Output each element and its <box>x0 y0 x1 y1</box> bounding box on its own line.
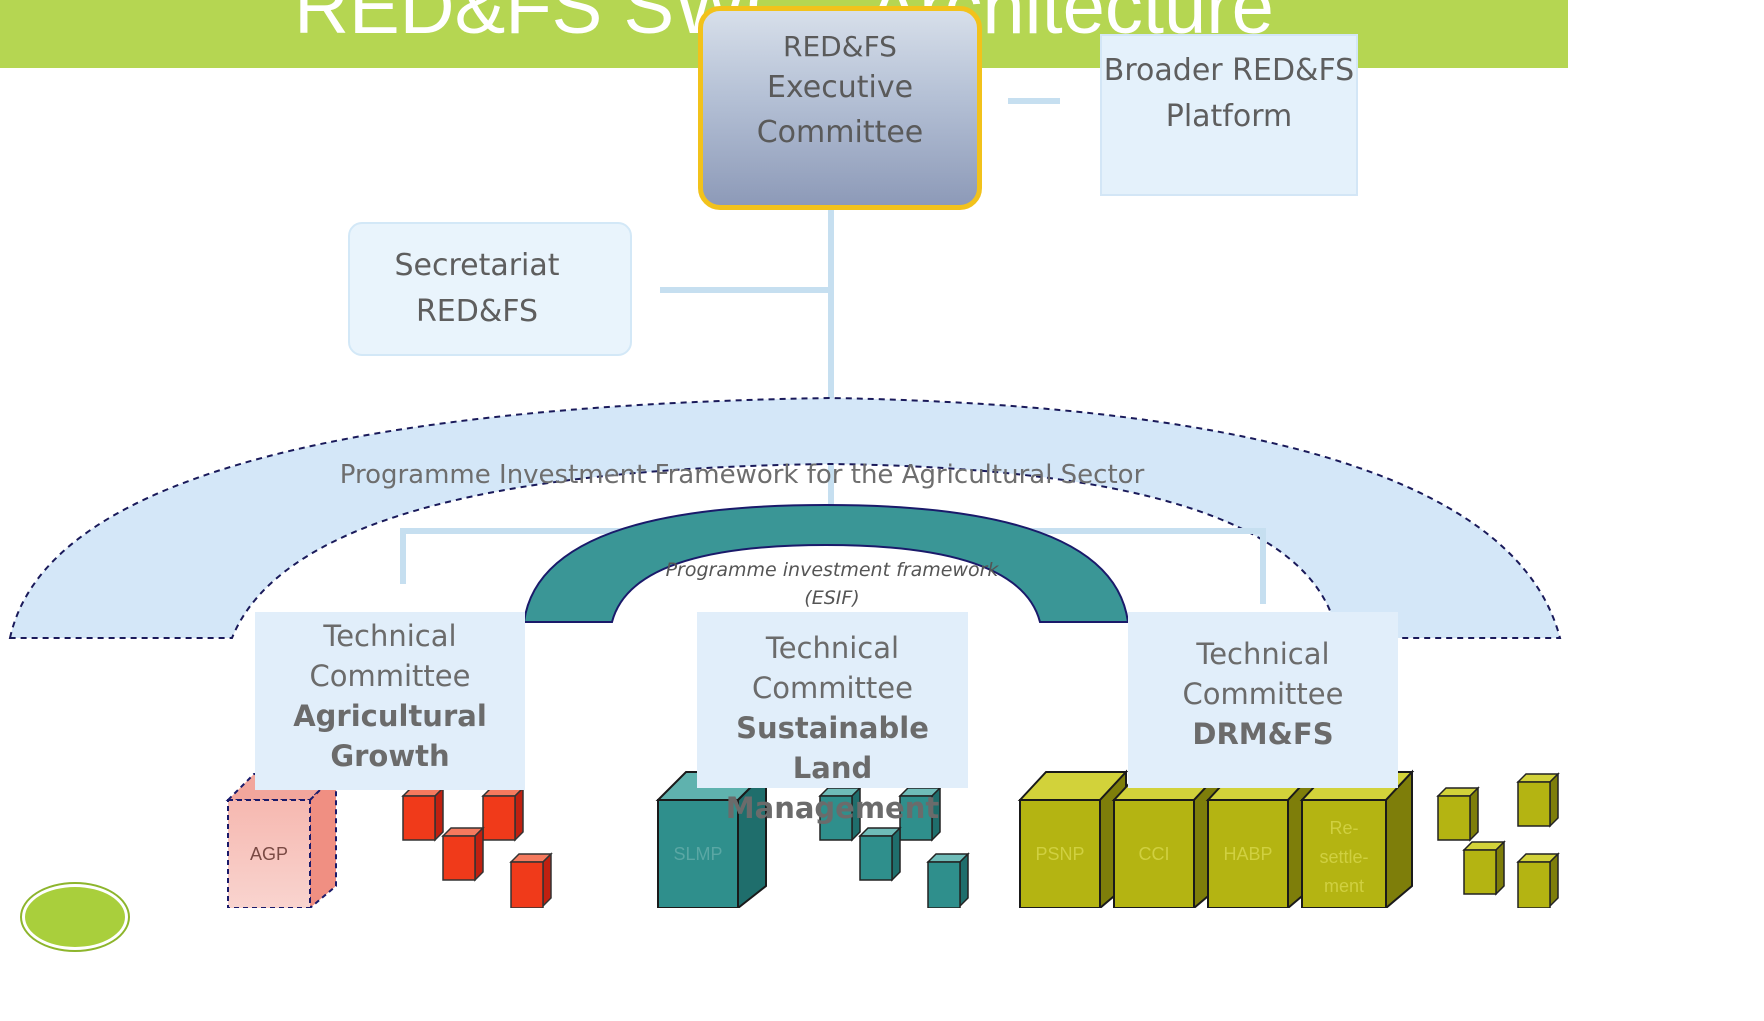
resettlement-line2: settle- <box>1319 847 1369 867</box>
tc-agricultural-growth: Technical Committee Agricultural Growth <box>255 612 525 790</box>
habp-cube <box>1205 769 1317 908</box>
teal-cube <box>818 786 862 842</box>
tc3-line1: Technical <box>1196 637 1330 671</box>
broader-platform-line2: Platform <box>1165 99 1293 134</box>
executive-committee-box: RED&FS Executive Committee <box>698 6 982 210</box>
organization-logo <box>22 884 128 950</box>
exec-line1: RED&FS <box>783 30 897 63</box>
exec-line3: Committee <box>756 115 924 150</box>
secretariat-box: Secretariat RED&FS <box>348 222 632 356</box>
habp-label: HABP <box>1223 844 1273 864</box>
olive-cube <box>1516 772 1560 828</box>
slmp-cube <box>655 769 769 908</box>
red-cube <box>401 786 445 842</box>
framework-label: Programme Investment Framework for the A… <box>339 460 1145 490</box>
resettlement-line1: Re- <box>1329 818 1359 838</box>
tc-sustainable-land-management: Technical Committee Sustainable Land Man… <box>697 612 968 825</box>
tc2-line1: Technical Committee <box>752 631 913 705</box>
slmp-label: SLMP <box>673 844 723 864</box>
teal-cube <box>858 826 902 882</box>
red-cube <box>481 786 525 842</box>
red-cube <box>509 852 553 908</box>
psnp-cube <box>1017 769 1129 908</box>
cci-cube <box>1111 769 1223 908</box>
resettlement-line3: ment <box>1323 876 1365 896</box>
olive-cube <box>1436 786 1480 842</box>
secretariat-line2: RED&FS <box>415 294 539 329</box>
tc1-bold1: Agricultural <box>293 699 487 733</box>
agp-cube <box>225 771 339 908</box>
tc3-bold1: DRM&FS <box>1192 717 1334 751</box>
secretariat-line1: Secretariat <box>394 248 560 283</box>
tc1-line1: Technical <box>323 619 457 653</box>
tc2-bold1: Sustainable Land <box>736 711 929 785</box>
agp-small-cubes <box>401 786 553 908</box>
psnp-label: PSNP <box>1035 844 1085 864</box>
agp-label: AGP <box>249 844 288 864</box>
slm-small-cubes <box>818 786 970 908</box>
esif-label: Programme investment framework (ESIF) <box>640 556 1024 612</box>
broader-platform-box: Broader RED&FS Platform <box>1100 34 1358 196</box>
teal-cube <box>926 852 970 908</box>
esif-line1: Programme investment framework <box>665 559 999 581</box>
resettlement-label: Re- settle- ment <box>1302 814 1386 901</box>
esif-arch <box>522 503 1130 623</box>
tc1-bold2: Growth <box>330 739 450 773</box>
olive-cube <box>1462 840 1506 896</box>
broader-platform-line1: Broader RED&FS <box>1103 53 1355 88</box>
drm-small-cubes <box>1436 772 1560 908</box>
framework-arch <box>8 396 1562 639</box>
tc-drm-fs: Technical Committee DRM&FS <box>1128 612 1398 788</box>
cci-label: CCI <box>1138 844 1170 864</box>
tc3-line2: Committee <box>1182 677 1344 711</box>
esif-line2: (ESIF) <box>804 587 860 609</box>
teal-cube <box>898 786 942 842</box>
tc1-line2: Committee <box>309 659 471 693</box>
olive-cube <box>1516 852 1560 908</box>
red-cube <box>441 826 485 882</box>
tc2-bold2: Management <box>725 791 940 825</box>
exec-line2: Executive <box>766 70 914 105</box>
